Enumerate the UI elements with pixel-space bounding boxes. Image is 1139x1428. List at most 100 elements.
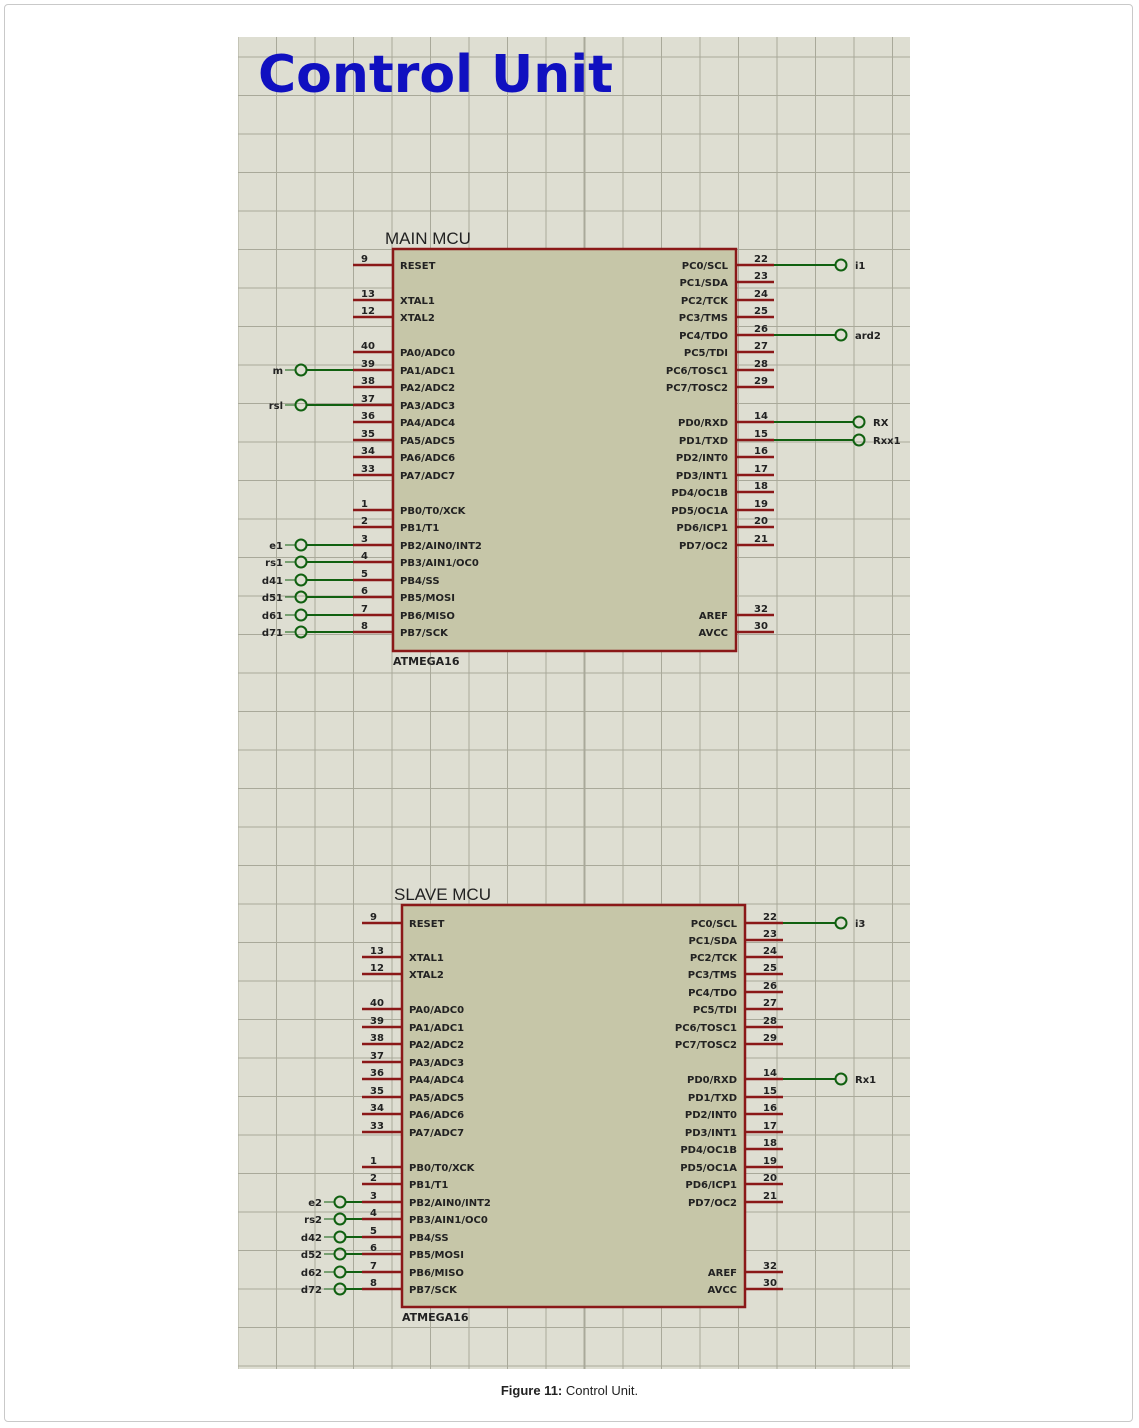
pin-name: PB7/SCK bbox=[409, 1285, 458, 1296]
pin-name: PA6/ADC6 bbox=[400, 453, 455, 464]
net-terminal bbox=[294, 573, 308, 587]
pin-name: XTAL2 bbox=[409, 970, 444, 981]
pin-name: PD3/INT1 bbox=[685, 1128, 737, 1139]
pin-name: PC2/TCK bbox=[681, 296, 729, 307]
pin-number: 17 bbox=[754, 464, 768, 475]
net-label: e2 bbox=[308, 1198, 322, 1209]
pin-number: 7 bbox=[361, 604, 368, 615]
pin-number: 6 bbox=[370, 1243, 377, 1254]
pin-number: 4 bbox=[361, 551, 368, 562]
pin-number: 38 bbox=[370, 1033, 384, 1044]
net-label: rs2 bbox=[304, 1215, 322, 1226]
net-terminal bbox=[834, 916, 848, 930]
net-terminal bbox=[333, 1282, 347, 1296]
net-label: Rxx1 bbox=[873, 436, 901, 447]
pin-name: PD4/OC1B bbox=[680, 1145, 737, 1156]
pin-number: 14 bbox=[763, 1068, 777, 1079]
pin-name: PD5/OC1A bbox=[680, 1163, 737, 1174]
pin-name: PC7/TOSC2 bbox=[675, 1040, 737, 1051]
pin-name: PB4/SS bbox=[400, 576, 440, 587]
schematic-title: Control Unit bbox=[258, 45, 613, 105]
pin-number: 26 bbox=[763, 981, 777, 992]
net-label: i3 bbox=[855, 919, 865, 930]
pin-name: PC4/TDO bbox=[688, 988, 737, 999]
net-label: d71 bbox=[262, 628, 283, 639]
pin-name: PB2/AIN0/INT2 bbox=[409, 1198, 491, 1209]
pin-name: PA5/ADC5 bbox=[409, 1093, 464, 1104]
pin-number: 33 bbox=[370, 1121, 384, 1132]
pin-name: PA6/ADC6 bbox=[409, 1110, 464, 1121]
pin-name: PA0/ADC0 bbox=[400, 348, 455, 359]
net-label: rsl bbox=[269, 401, 283, 412]
pin-number: 36 bbox=[361, 411, 375, 422]
pin-name: PA7/ADC7 bbox=[400, 471, 455, 482]
pin-name: PB5/MOSI bbox=[409, 1250, 464, 1261]
pin-number: 26 bbox=[754, 324, 768, 335]
net-label: ard2 bbox=[855, 331, 881, 342]
pin-number: 2 bbox=[361, 516, 368, 527]
pin-name: PB3/AIN1/OC0 bbox=[409, 1215, 488, 1226]
net-terminal bbox=[333, 1230, 347, 1244]
pin-name: PD2/INT0 bbox=[685, 1110, 737, 1121]
pin-name: PD3/INT1 bbox=[676, 471, 728, 482]
pin-name: PC3/TMS bbox=[688, 970, 737, 981]
pin-number: 3 bbox=[370, 1191, 377, 1202]
pin-number: 25 bbox=[754, 306, 768, 317]
pin-number: 24 bbox=[754, 289, 768, 300]
pin-number: 7 bbox=[370, 1261, 377, 1272]
net-terminal bbox=[294, 608, 308, 622]
pin-number: 14 bbox=[754, 411, 768, 422]
pin-number: 22 bbox=[763, 912, 777, 923]
pin-name: AVCC bbox=[708, 1285, 737, 1296]
pin-number: 28 bbox=[763, 1016, 777, 1027]
pin-name: PC0/SCL bbox=[682, 261, 729, 272]
net-terminal bbox=[852, 415, 866, 429]
pin-number: 21 bbox=[754, 534, 768, 545]
pin-number: 17 bbox=[763, 1121, 777, 1132]
pin-number: 23 bbox=[754, 271, 768, 282]
net-terminal bbox=[834, 328, 848, 342]
net-label: rs1 bbox=[265, 558, 283, 569]
pin-number: 21 bbox=[763, 1191, 777, 1202]
net-terminal bbox=[294, 625, 308, 639]
pin-number: 32 bbox=[754, 604, 768, 615]
pin-number: 28 bbox=[754, 359, 768, 370]
pin-name: PC6/TOSC1 bbox=[666, 366, 728, 377]
pin-name: PD0/RXD bbox=[687, 1075, 737, 1086]
pin-name: PB1/T1 bbox=[400, 523, 439, 534]
pin-number: 9 bbox=[370, 912, 377, 923]
pin-name: RESET bbox=[409, 919, 445, 930]
pin-name: PD6/ICP1 bbox=[676, 523, 728, 534]
pin-number: 39 bbox=[361, 359, 375, 370]
pin-name: PD7/OC2 bbox=[688, 1198, 737, 1209]
pin-number: 1 bbox=[370, 1156, 377, 1167]
pin-number: 16 bbox=[754, 446, 768, 457]
pin-number: 23 bbox=[763, 929, 777, 940]
pin-name: PD5/OC1A bbox=[671, 506, 728, 517]
chip-body bbox=[400, 903, 747, 1309]
pin-number: 24 bbox=[763, 946, 777, 957]
caption-text: Control Unit. bbox=[565, 1383, 639, 1398]
net-label: d52 bbox=[301, 1250, 322, 1261]
pin-name: PA2/ADC2 bbox=[409, 1040, 464, 1051]
pin-number: 8 bbox=[370, 1278, 377, 1289]
pin-number: 6 bbox=[361, 586, 368, 597]
pin-number: 19 bbox=[754, 499, 768, 510]
pin-number: 30 bbox=[763, 1278, 777, 1289]
pin-name: PD7/OC2 bbox=[679, 541, 728, 552]
net-label: d72 bbox=[301, 1285, 322, 1296]
pin-number: 15 bbox=[763, 1086, 777, 1097]
pin-number: 35 bbox=[370, 1086, 384, 1097]
pin-number: 15 bbox=[754, 429, 768, 440]
pin-name: PA3/ADC3 bbox=[400, 401, 455, 412]
pin-number: 5 bbox=[361, 569, 368, 580]
net-terminal bbox=[834, 258, 848, 272]
pin-name: PD4/OC1B bbox=[671, 488, 728, 499]
pin-name: PC1/SDA bbox=[679, 278, 728, 289]
pin-number: 29 bbox=[763, 1033, 777, 1044]
pin-name: PB2/AIN0/INT2 bbox=[400, 541, 482, 552]
net-terminal bbox=[333, 1247, 347, 1261]
pin-number: 34 bbox=[361, 446, 375, 457]
net-label: d41 bbox=[262, 576, 283, 587]
pin-number: 13 bbox=[361, 289, 375, 300]
